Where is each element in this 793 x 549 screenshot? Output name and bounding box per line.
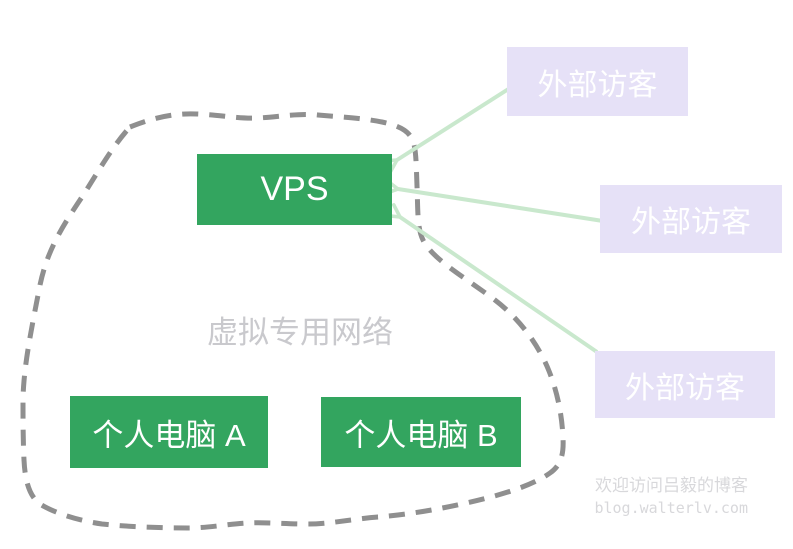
visitor-arrow-3 xyxy=(384,203,599,354)
external-visitor-box-1: 外部访客 xyxy=(507,47,688,116)
visitor-arrow-2 xyxy=(383,178,604,223)
pc-b-node-label: 个人电脑 B xyxy=(344,417,498,453)
external-visitor-box-2: 外部访客 xyxy=(600,185,782,253)
pc-a-node: 个人电脑 A xyxy=(70,396,268,468)
network-zone-label: 虚拟专用网络 xyxy=(207,315,393,350)
visitor-arrow-1 xyxy=(381,86,512,174)
external-visitor-box-3: 外部访客 xyxy=(595,351,775,418)
external-visitor-label: 外部访客 xyxy=(631,206,751,239)
watermark-text: 欢迎访问吕毅的博客 xyxy=(595,476,748,495)
pc-a-node-label: 个人电脑 A xyxy=(92,417,246,453)
vps-node-label: VPS xyxy=(260,170,329,208)
external-visitor-label: 外部访客 xyxy=(625,371,745,405)
external-visitor-label: 外部访客 xyxy=(537,68,658,102)
watermark-url: blog.walterlv.com xyxy=(594,499,748,517)
watermark: 欢迎访问吕毅的博客 blog.walterlv.com xyxy=(594,474,748,519)
vps-node: VPS xyxy=(197,154,392,225)
network-boundary-blob xyxy=(20,111,566,531)
pc-b-node: 个人电脑 B xyxy=(321,397,521,467)
